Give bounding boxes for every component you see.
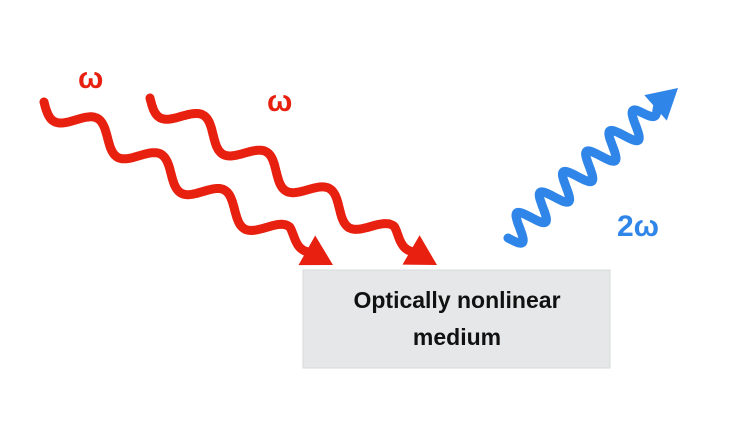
output-wave-path bbox=[503, 100, 664, 248]
incident-wave-2-path bbox=[145, 93, 420, 257]
medium-label-line2: medium bbox=[413, 324, 501, 350]
incident-wave-1 bbox=[39, 97, 333, 266]
incident-wave-2-arrowhead bbox=[402, 235, 437, 265]
incident-wave-1-path bbox=[39, 97, 316, 257]
incident-wave-1-arrowhead bbox=[298, 235, 333, 266]
incident-wave-2 bbox=[145, 93, 437, 265]
medium-label-line1: Optically nonlinear bbox=[353, 287, 560, 313]
medium-box bbox=[302, 269, 611, 369]
output-wave-arrowhead bbox=[644, 88, 678, 121]
two-omega-label: 2ω bbox=[617, 210, 659, 243]
omega-label-1: ω bbox=[78, 62, 103, 95]
omega-label-2: ω bbox=[267, 85, 292, 118]
output-wave bbox=[503, 88, 678, 248]
nonlinear-medium: Optically nonlinear medium bbox=[302, 269, 611, 369]
